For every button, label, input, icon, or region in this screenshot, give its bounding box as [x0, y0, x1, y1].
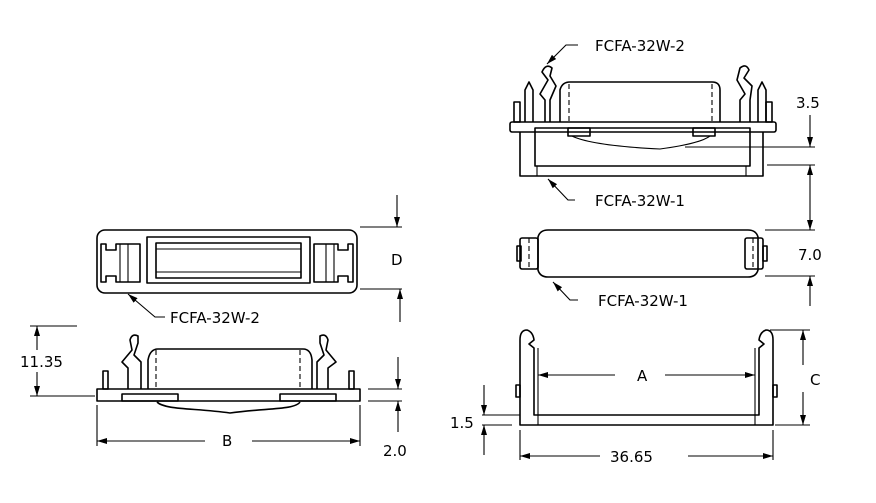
part-label: FCFA-32W-1	[595, 192, 685, 210]
part-label: FCFA-32W-1	[598, 292, 688, 310]
dimension-1-5: 1.5	[450, 385, 520, 455]
dimension-a: A	[538, 367, 755, 385]
dimension-b: B	[96, 405, 361, 450]
side-view-assembly	[96, 334, 361, 414]
part-label: FCFA-32W-2	[170, 309, 260, 327]
dimension-label: B	[222, 432, 232, 450]
dimension-label: 7.0	[798, 246, 822, 264]
base-fcfa-32w-1	[515, 329, 778, 426]
dimension-2-0: 2.0	[368, 357, 407, 460]
dimension-label: C	[810, 371, 820, 389]
dimension-label: 3.5	[796, 94, 820, 112]
dimension-label: A	[637, 367, 648, 385]
dimension-36-65: 36.65	[519, 430, 774, 466]
dimension-label: 11.35	[20, 353, 63, 371]
dimension-11-35: 11.35	[20, 325, 95, 397]
dimension-3-5: 3.5	[685, 94, 820, 148]
cover-fcfa-32w-1	[516, 229, 768, 278]
assembly-view	[509, 65, 777, 177]
dimension-label: 36.65	[610, 448, 653, 466]
dimension-label: 1.5	[450, 414, 474, 432]
dimension-c: C	[770, 329, 820, 426]
dimension-7-0: 7.0	[765, 164, 822, 306]
part-label: FCFA-32W-2	[595, 37, 685, 55]
dimension-label: D	[391, 251, 403, 269]
dimension-d: D	[360, 195, 403, 322]
top-view-fcfa-32w-2	[96, 229, 358, 294]
dimension-label: 2.0	[383, 442, 407, 460]
